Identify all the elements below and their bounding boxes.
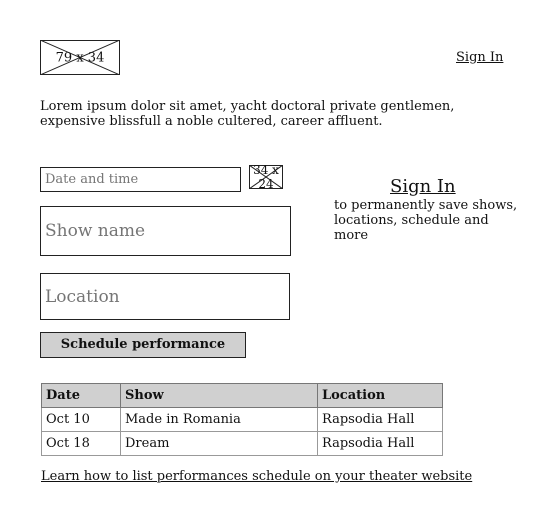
logo-image: 79 x 34 [40, 40, 120, 75]
date-time-input[interactable] [40, 167, 241, 192]
location-input[interactable] [40, 273, 290, 320]
cell-location: Rapsodia Hall [317, 431, 443, 456]
table-row[interactable]: Oct 18 Dream Rapsodia Hall [41, 431, 443, 456]
cell-show: Dream [120, 431, 318, 456]
logo-image-label: 79 x 34 [55, 50, 105, 65]
column-header-show[interactable]: Show [120, 383, 318, 408]
signin-panel-subtitle: to permanently save shows, locations, sc… [334, 198, 518, 243]
intro-text: Lorem ipsum dolor sit amet, yacht doctor… [40, 99, 455, 129]
schedule-performance-button[interactable]: Schedule performance [40, 332, 246, 358]
schedule-table: Date Show Location Oct 10 Made in Romani… [41, 383, 443, 456]
cell-location: Rapsodia Hall [317, 407, 443, 432]
column-header-date[interactable]: Date [41, 383, 121, 408]
column-header-location[interactable]: Location [317, 383, 443, 408]
help-link[interactable]: Learn how to list performances schedule … [41, 469, 473, 484]
table-header-row: Date Show Location [41, 383, 443, 408]
show-name-input[interactable] [40, 206, 291, 256]
cell-date: Oct 10 [41, 407, 121, 432]
signin-panel-title[interactable]: Sign In [390, 176, 456, 197]
cell-show: Made in Romania [120, 407, 318, 432]
calendar-icon[interactable]: 34 x 24 [249, 163, 283, 191]
cell-date: Oct 18 [41, 431, 121, 456]
header-sign-in-link[interactable]: Sign In [456, 50, 504, 65]
calendar-icon-label: 34 x 24 [253, 163, 279, 191]
table-row[interactable]: Oct 10 Made in Romania Rapsodia Hall [41, 407, 443, 432]
